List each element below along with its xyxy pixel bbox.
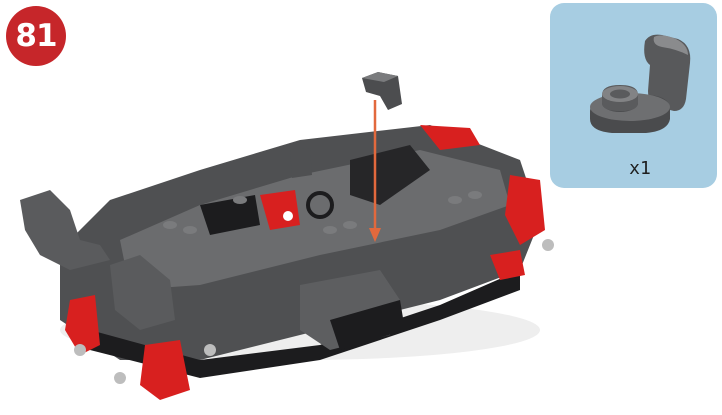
incoming-bracket-piece [362,72,402,110]
